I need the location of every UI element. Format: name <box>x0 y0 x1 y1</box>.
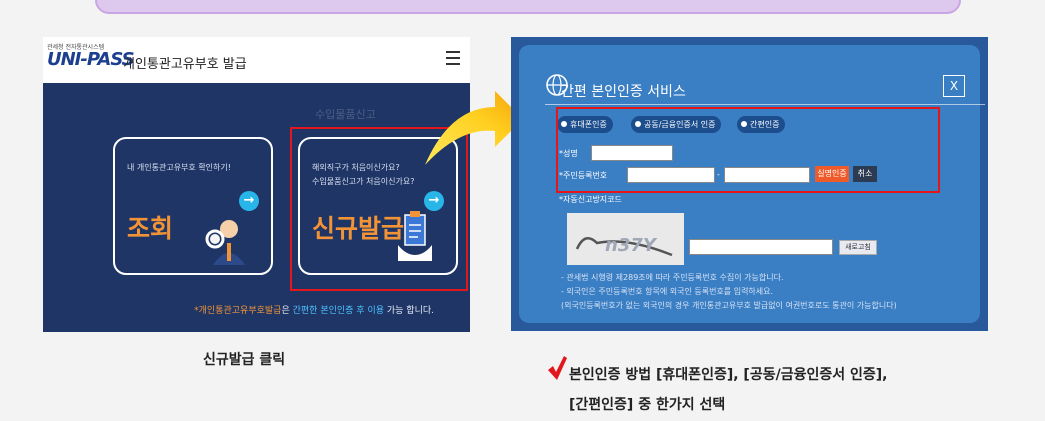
option-label: 공동/금융인증서 인증 <box>644 120 716 129</box>
notice-item: (외국인등록번호가 없는 외국인의 경우 개인통관고유부호 발급없이 여권번호로… <box>561 301 897 310</box>
dialog-title: 간편 본인인증 서비스 <box>561 84 686 100</box>
captcha-image: n37Y <box>567 213 684 265</box>
logo-subtitle: 관세청 전자통관시스템 <box>47 44 105 51</box>
new-issue-title: 신규발급 <box>312 214 405 243</box>
rrn-dash: - <box>717 170 720 179</box>
arrow-right-icon[interactable]: → <box>239 191 259 211</box>
check-icon <box>548 356 567 380</box>
lookup-card[interactable]: 내 개인통관고유부호 확인하기! 조회 → <box>113 137 273 275</box>
lookup-title: 조회 <box>127 214 174 243</box>
verify-button[interactable]: 실명인증 <box>815 166 849 182</box>
left-screenshot: 관세청 전자통관시스템 UNI-PASS 개인통관고유부호 발급 수입물품신고 … <box>43 37 470 332</box>
cancel-button[interactable]: 취소 <box>853 166 877 182</box>
menu-icon[interactable] <box>446 51 460 65</box>
page-title: 개인통관고유부호 발급 <box>123 57 247 72</box>
captcha-text: n37Y <box>605 235 656 256</box>
highlight-box-left <box>290 127 468 291</box>
rrn-back-input[interactable] <box>724 167 810 183</box>
background-text: 수입물품신고 <box>315 108 376 121</box>
caption-right: 본인인증 방법 [휴대폰인증], [공동/금융인증서 인증], [간편인증] 중… <box>569 360 887 420</box>
highlight-box-right <box>556 107 940 193</box>
new-issue-card[interactable]: 해외직구가 처음이신가요? 수입물품신고가 처음이신가요? 신규발급 → <box>298 137 458 275</box>
close-button[interactable]: X <box>943 75 965 97</box>
footer-text-end: 가능 합니다. <box>384 306 434 316</box>
person-magnifier-icon <box>205 220 245 265</box>
caption-right-line1: 본인인증 방법 [휴대폰인증], [공동/금융인증서 인증], <box>569 367 888 383</box>
captcha-label: *자동신고방지코드 <box>559 195 622 204</box>
rrn-front-input[interactable] <box>627 167 715 183</box>
name-input[interactable] <box>591 145 673 161</box>
option-label: 간편인증 <box>750 120 780 129</box>
option-phone-auth[interactable]: 휴대폰인증 <box>557 116 613 133</box>
caption-left: 신규발급 클릭 <box>203 352 286 368</box>
captcha-input[interactable] <box>689 239 833 255</box>
unipass-header: 관세청 전자통관시스템 UNI-PASS 개인통관고유부호 발급 <box>43 37 470 83</box>
notice-list: - 관세법 시행령 제289조에 따라 주민등록번호 수집이 가능합니다. - … <box>561 271 897 313</box>
auth-dialog: 간편 본인인증 서비스 X 휴대폰인증 공동/금융인증서 인증 간편인증 *성명… <box>519 45 985 323</box>
option-simple-auth[interactable]: 간편인증 <box>737 116 786 133</box>
option-certificate-auth[interactable]: 공동/금융인증서 인증 <box>631 116 722 133</box>
notice-item: - 외국인은 주민등록번호 항목에 외국인 등록번호를 입력하세요. <box>561 287 774 296</box>
top-banner <box>95 0 961 14</box>
new-issue-desc-1: 해외직구가 처음이신가요? <box>312 163 400 172</box>
rrn-label: *주민등록번호 <box>559 171 608 180</box>
notice-item: - 관세법 시행령 제289조에 따라 주민등록번호 수집이 가능합니다. <box>561 273 784 282</box>
globe-icon <box>546 74 568 96</box>
footer-link-text: 간편한 본인인증 후 이용 <box>292 306 385 316</box>
lookup-desc: 내 개인통관고유부호 확인하기! <box>127 163 231 172</box>
right-screenshot: 간편 본인인증 서비스 X 휴대폰인증 공동/금융인증서 인증 간편인증 *성명… <box>511 37 988 331</box>
footer-notice: *개인통관고유부호발급은 간편한 본인인증 후 이용 가능 합니다. <box>43 303 470 316</box>
arrow-right-icon[interactable]: → <box>424 191 444 211</box>
document-hand-icon <box>398 211 432 261</box>
divider <box>545 104 985 105</box>
refresh-button[interactable]: 새로고침 <box>839 240 877 255</box>
footer-highlight: *개인통관고유부호발급 <box>194 306 282 316</box>
footer-text: 은 <box>281 306 293 316</box>
unipass-logo[interactable]: UNI-PASS <box>47 49 135 70</box>
name-label: *성명 <box>559 149 578 158</box>
arrow-icon <box>425 91 523 165</box>
caption-right-line2: [간편인증] 중 한가지 선택 <box>569 397 726 413</box>
option-label: 휴대폰인증 <box>570 120 607 129</box>
new-issue-desc-2: 수입물품신고가 처음이신가요? <box>312 177 415 186</box>
